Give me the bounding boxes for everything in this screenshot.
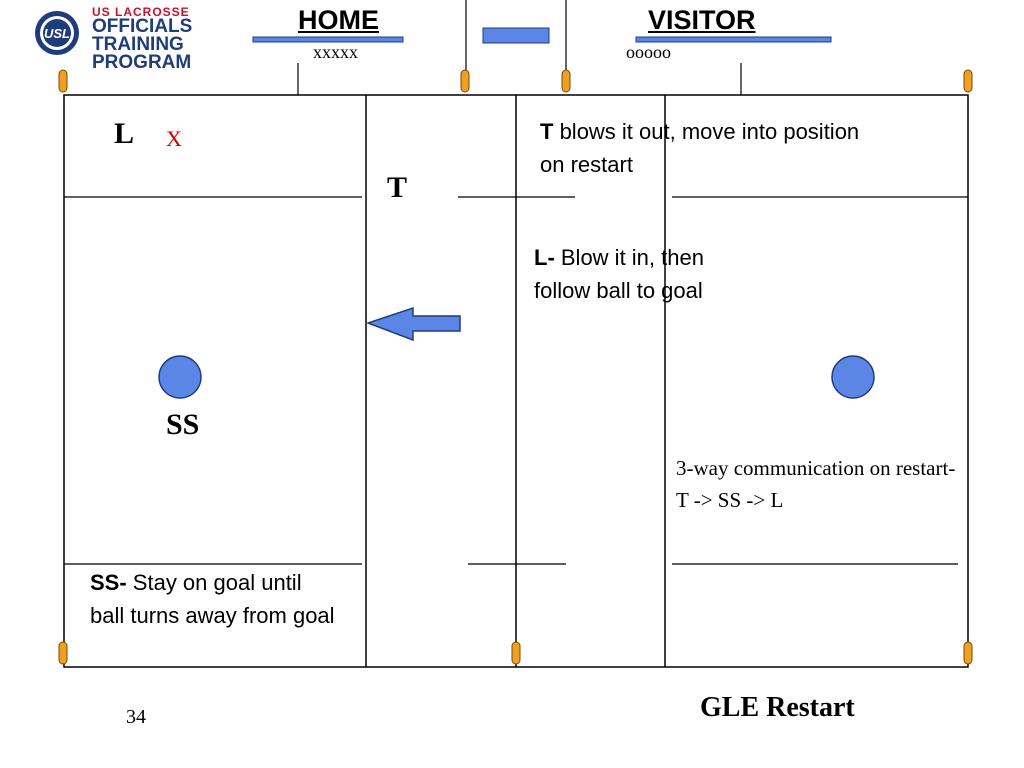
pylon-icon <box>963 69 973 93</box>
pylon-icon <box>460 69 470 93</box>
logo-line2: OFFICIALS <box>92 16 193 37</box>
logo-line4: PROGRAM <box>92 52 192 73</box>
left-goal-icon <box>158 355 202 399</box>
communication-note: 3-way communication on restart- T -> SS … <box>676 456 956 512</box>
ss-note-bold: SS- <box>90 570 127 595</box>
trail-note-bold: T <box>540 119 554 144</box>
slide-number: 34 <box>126 706 146 728</box>
visitor-bar <box>635 36 832 43</box>
pylon-icon <box>561 69 571 93</box>
logo-line1: US LACROSSE <box>92 5 190 19</box>
lead-official-label: L <box>114 117 135 150</box>
pylons <box>58 69 973 665</box>
pylon-icon <box>511 641 521 665</box>
pylon-icon <box>58 69 68 93</box>
logo-badge-icon: USL <box>35 11 79 55</box>
visitor-label: VISITOR <box>648 5 756 35</box>
trail-official-label: T <box>387 171 408 204</box>
right-goal-icon <box>831 355 875 399</box>
trail-note-text: blows it out, move into position on rest… <box>540 119 860 177</box>
ss-note-text: Stay on goal until ball turns away from … <box>90 570 335 628</box>
visitor-players: ooooo <box>626 42 671 62</box>
left-arrow-icon <box>365 306 461 342</box>
ss-note: SS- Stay on goal until ball turns away f… <box>90 566 340 632</box>
table-box <box>482 27 550 44</box>
slide-title: GLE Restart <box>700 692 855 723</box>
logo-line3: TRAINING <box>92 34 184 55</box>
home-label: HOME <box>298 5 379 35</box>
pylon-icon <box>58 641 68 665</box>
pylon-icon <box>963 641 973 665</box>
logo: USL US LACROSSE OFFICIALS TRAINING PROGR… <box>32 2 202 74</box>
lead-official-mark: X <box>166 126 182 151</box>
lead-note-bold: L- <box>534 245 555 270</box>
home-bar <box>252 36 404 43</box>
logo-badge-text: USL <box>44 26 70 41</box>
trail-note: T blows it out, move into position on re… <box>540 115 860 181</box>
lead-note: L- Blow it in, then follow ball to goal <box>534 241 766 307</box>
home-players: xxxxx <box>313 42 358 62</box>
lead-note-text: Blow it in, then follow ball to goal <box>534 245 704 303</box>
single-side-official-label: SS <box>166 408 200 441</box>
